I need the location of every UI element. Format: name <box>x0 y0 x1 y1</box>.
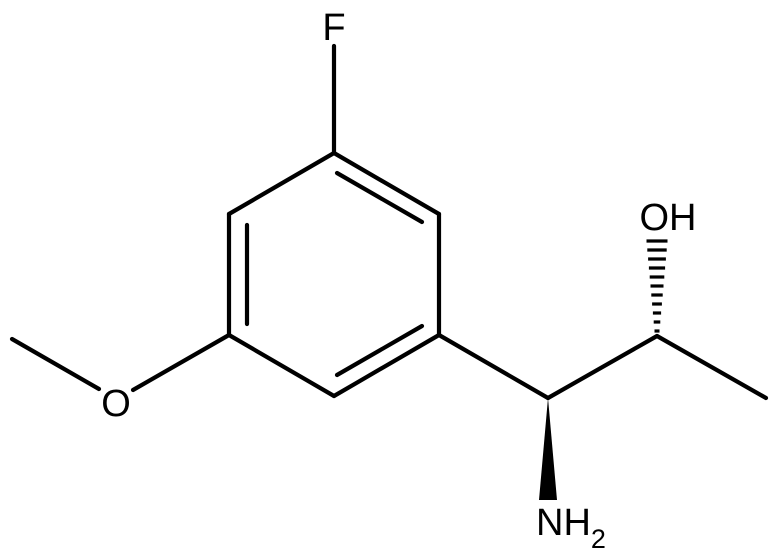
bond-o-methyl <box>9 336 102 392</box>
hydroxyl-label: OH <box>640 197 697 239</box>
amine-subscript: 2 <box>591 524 606 554</box>
fluorine-label: F <box>322 7 345 49</box>
amine-nh-text: NH <box>536 502 591 544</box>
hashed-wedge-bond-hydroxyl <box>646 239 668 333</box>
amine-label: NH2 <box>536 502 606 554</box>
ring-bond-c6-c1 <box>226 150 337 217</box>
ring-bond-c1-c2 <box>331 150 442 217</box>
ring-bond-c4-c5 <box>226 332 337 399</box>
wedge-bond-amine <box>539 398 557 500</box>
bond-c-beta-methyl <box>654 333 769 401</box>
benzene-ring <box>226 150 442 399</box>
ring-inner-double-bond-top <box>334 170 425 225</box>
ring-inner-double-bond-bottom <box>334 323 425 378</box>
bond-c-alpha-c-beta <box>545 333 660 401</box>
ring-bond-c3-c4 <box>331 332 442 399</box>
bond-c-o-methoxy <box>130 332 232 393</box>
methoxy-oxygen-label: O <box>101 383 131 425</box>
bond-aryl-c-alpha <box>436 332 551 401</box>
